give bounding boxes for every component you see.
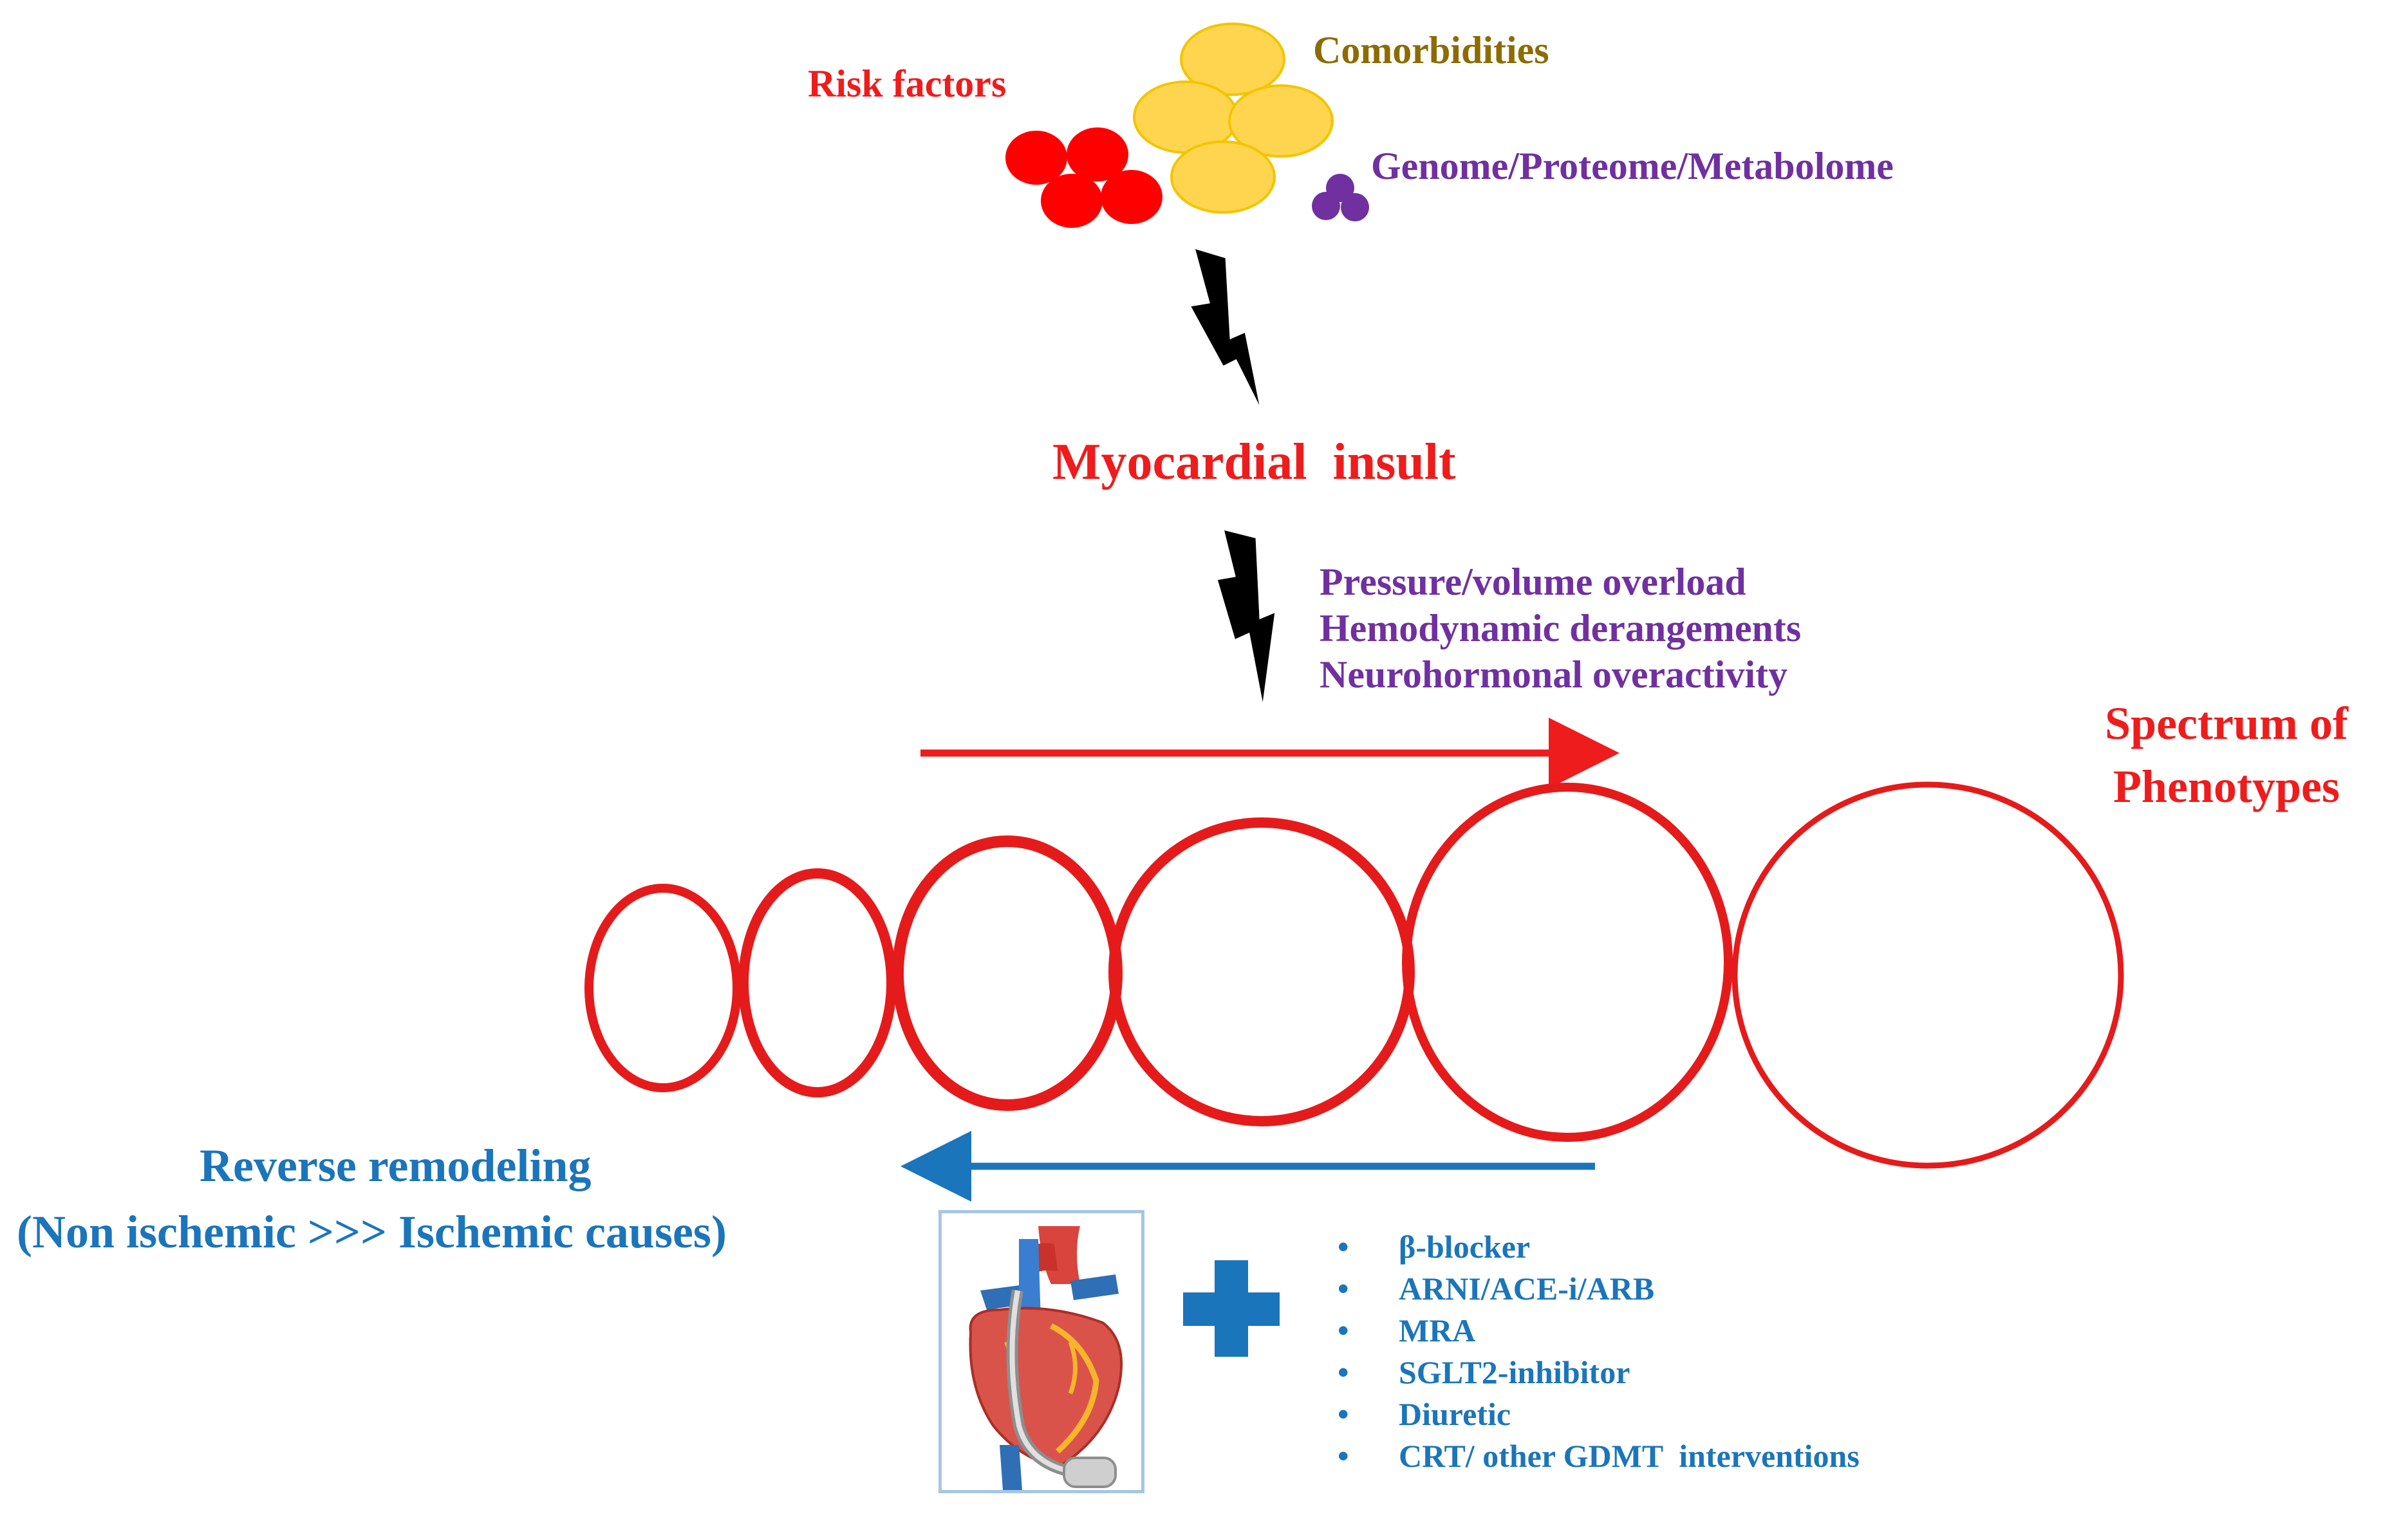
therapy-item: • Diuretic — [1338, 1393, 1860, 1435]
reverse-causes-label: (Non ischemic >>> Ischemic causes) — [17, 1206, 727, 1258]
mechanism-item: Hemodynamic derangements — [1320, 607, 1802, 649]
risk-factor-dot — [1005, 131, 1067, 185]
mechanism-item: Pressure/volume overload — [1320, 561, 1746, 603]
phenotype-ring — [1108, 817, 1415, 1126]
phenotype-ring — [1402, 783, 1733, 1142]
therapy-list: • β-blocker • ARNI/ACE-i/ARB • MRA • SGLT2-i… — [1338, 1226, 1860, 1477]
therapy-text: SGLT2-inhibitor — [1399, 1354, 1630, 1390]
reverse-remodeling-label: Reverse remodeling — [200, 1140, 592, 1191]
lightning-bolt-icon — [1188, 246, 1263, 413]
phenotype-ring — [1731, 781, 2124, 1169]
therapy-text: Diuretic — [1399, 1396, 1511, 1432]
therapy-item: • SGLT2-inhibitor — [1338, 1352, 1860, 1393]
mechanism-item: Neurohormonal overactivity — [1320, 653, 1788, 696]
phenotype-ring — [584, 884, 742, 1092]
therapy-item: • ARNI/ACE-i/ARB — [1338, 1268, 1860, 1310]
risk-factor-cluster — [1005, 127, 1162, 228]
risk-factor-dot — [1067, 127, 1128, 182]
spectrum-line: Phenotypes — [2113, 761, 2340, 812]
plus-icon — [1183, 1260, 1280, 1357]
heart-device-image — [938, 1210, 1144, 1493]
phenotype-rings — [584, 781, 2124, 1169]
comorbidities-cluster — [1133, 23, 1334, 214]
heart-with-device-lead-icon — [969, 1226, 1123, 1490]
omics-dot — [1312, 192, 1340, 220]
spectrum-line: Spectrum of — [2105, 698, 2348, 749]
comorbidity-blob — [1228, 84, 1334, 158]
therapy-item: • β-blocker — [1338, 1226, 1860, 1268]
risk-factors-label: Risk factors — [808, 62, 1007, 105]
comorbidity-blob — [1180, 23, 1285, 96]
omics-label: Genome/Proteome/Metabolome — [1371, 145, 1894, 187]
comorbidities-label: Comorbidities — [1313, 29, 1549, 71]
bullet: • — [1338, 1438, 1349, 1474]
lightning-bolt-icon — [1215, 527, 1277, 709]
therapy-text: ARNI/ACE-i/ARB — [1399, 1271, 1655, 1307]
bullet: • — [1338, 1312, 1349, 1348]
bullet: • — [1338, 1271, 1349, 1307]
therapy-item: • CRT/ other GDMT interventions — [1338, 1435, 1860, 1477]
risk-factor-dot — [1041, 174, 1103, 228]
omics-cluster — [1312, 174, 1369, 221]
therapy-text: MRA — [1399, 1312, 1476, 1348]
comorbidity-blob — [1170, 140, 1276, 214]
therapy-item: • MRA — [1338, 1310, 1860, 1352]
phenotype-ring — [738, 868, 897, 1097]
spectrum-of-phenotypes-label: Spectrum of Phenotypes — [2105, 692, 2348, 818]
omics-dot — [1341, 193, 1369, 221]
phenotype-ring — [892, 835, 1123, 1111]
bullet: • — [1338, 1229, 1349, 1265]
myocardial-insult-label: Myocardial insult — [1052, 434, 1456, 490]
bullet: • — [1338, 1396, 1349, 1432]
therapy-text: CRT/ other GDMT interventions — [1399, 1438, 1860, 1474]
mechanism-list: Pressure/volume overload Hemodynamic der… — [1320, 559, 1801, 698]
bullet: • — [1338, 1354, 1349, 1390]
therapy-text: β-blocker — [1399, 1229, 1531, 1265]
risk-factor-dot — [1101, 170, 1162, 224]
